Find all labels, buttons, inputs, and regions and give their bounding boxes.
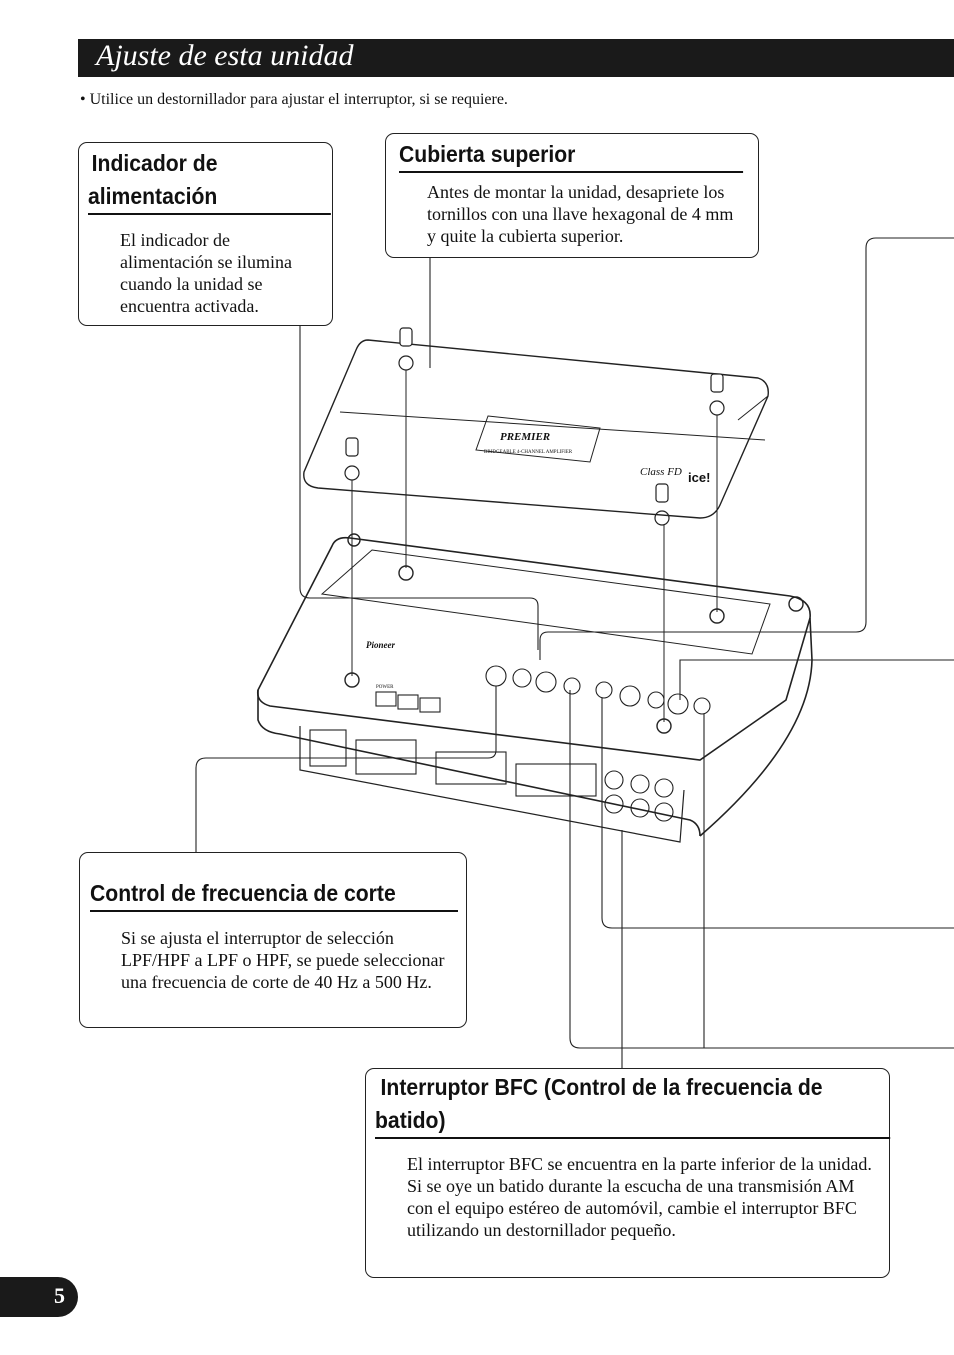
class-label-text: Class FD bbox=[640, 466, 682, 478]
callout-cutoff-body: Si se ajusta el interruptor de selección… bbox=[121, 928, 445, 992]
callout-cutoff-frequency: Control de frecuencia de corte Si se aju… bbox=[79, 852, 467, 1028]
cover-label bbox=[475, 415, 601, 463]
power-label-text: POWER bbox=[376, 685, 394, 690]
cover-sub-text: BRIDGEABLE 4-CHANNEL AMPLIFIER bbox=[484, 450, 573, 455]
callout-power-title: Indicador de alimentación bbox=[88, 147, 331, 215]
section-header-banner: Ajuste de esta unidad bbox=[78, 39, 954, 77]
screw-icon bbox=[344, 327, 725, 526]
top-cover bbox=[303, 339, 769, 519]
instruction-note: • Utilice un destornillador para ajustar… bbox=[80, 91, 508, 108]
callout-cover-title: Cubierta superior bbox=[399, 138, 744, 173]
callout-top-cover: Cubierta superior Antes de montar la uni… bbox=[385, 133, 759, 258]
callout-power-body: El indicador de alimentación se ilumina … bbox=[120, 230, 292, 316]
cover-logo-text: PREMIER bbox=[500, 431, 550, 443]
callout-bfc-body: El interruptor BFC se encuentra en la pa… bbox=[407, 1154, 872, 1240]
callout-bfc-switch: Interruptor BFC (Control de la frecuenci… bbox=[365, 1068, 891, 1278]
callout-power-indicator: Indicador de alimentación El indicador d… bbox=[78, 142, 333, 326]
page-number-tab: 5 bbox=[0, 1277, 78, 1317]
callout-cutoff-title: Control de frecuencia de corte bbox=[90, 877, 458, 912]
callout-bfc-title: Interruptor BFC (Control de la frecuenci… bbox=[375, 1071, 891, 1139]
ice-label-text: ice! bbox=[688, 470, 710, 485]
brand-text: Pioneer bbox=[366, 640, 395, 650]
amplifier-body bbox=[256, 536, 811, 761]
callout-cover-body: Antes de montar la unidad, desapriete lo… bbox=[427, 182, 734, 246]
section-title: Ajuste de esta unidad bbox=[96, 39, 354, 72]
page-number: 5 bbox=[54, 1283, 65, 1308]
